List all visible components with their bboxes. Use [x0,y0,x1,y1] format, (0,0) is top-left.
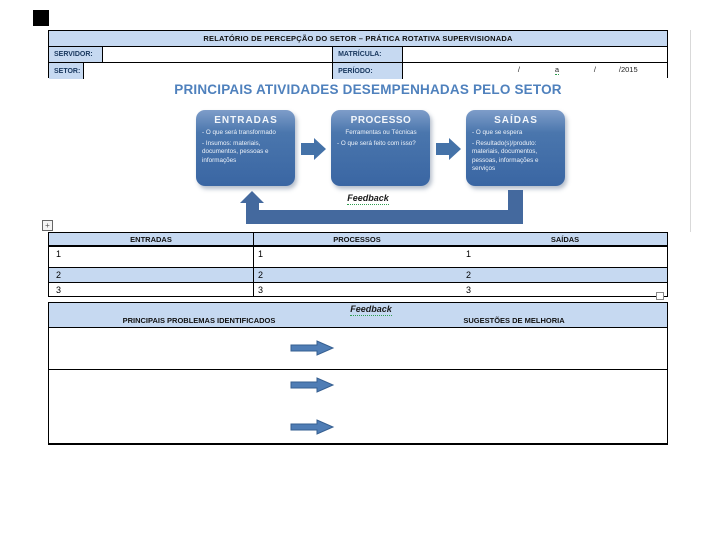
servidor-label: SERVIDOR: [49,47,103,62]
periodo-year: /2015 [618,65,638,74]
feedback-return-arrow-icon: Feedback [238,190,534,226]
report-header-table: RELATÓRIO DE PERCEPÇÃO DO SETOR – PRÁTIC… [48,30,668,79]
problemas-header: PRINCIPAIS PROBLEMAS IDENTIFICADOS [122,316,276,325]
problemas-sugestoes-table: Feedback PRINCIPAIS PROBLEMAS IDENTIFICA… [48,302,668,445]
feedback-arrowhead-icon [240,191,264,203]
report-title: RELATÓRIO DE PERCEPÇÃO DO SETOR – PRÁTIC… [203,34,513,43]
servidor-field[interactable] [102,47,334,62]
processo-line-1: Ferramentas ou Técnicas [345,129,417,136]
report-title-row: RELATÓRIO DE PERCEPÇÃO DO SETOR – PRÁTIC… [49,31,667,47]
saidas-box: SAÍDAS - O que se espera - Resultado(s)/… [466,110,565,186]
black-square-marker [33,10,49,26]
arrow-right-icon [290,375,336,395]
feedback-label: Feedback [347,193,389,205]
periodo-field[interactable]: / a / /2015 [402,63,667,79]
table-resize-handle-icon[interactable] [656,292,664,300]
periodo-label: PERÍODO: [333,63,403,79]
section2-header-band: Feedback PRINCIPAIS PROBLEMAS IDENTIFICA… [49,302,667,328]
entradas-box-title: ENTRADAS [214,115,278,126]
arrow-right-icon [301,138,327,160]
saidas-line-1: - O que se espera [472,129,523,136]
problemas-rows[interactable] [49,370,667,443]
matricula-field[interactable] [402,47,667,62]
periodo-a: a [554,65,560,75]
periodo-slash1: / [517,65,520,74]
arrow-right-icon [290,338,336,358]
arrow-right-icon [290,417,336,437]
saidas-line-2: - Resultado(s)/produto: materiais, docum… [472,140,539,172]
page-edge-shadow [690,30,691,232]
table1-header-row: ENTRADAS PROCESSOS SAÍDAS [49,233,667,247]
arrow-right-icon [436,138,462,160]
entradas-line-2: - Insumos: materiais, documentos, pessoa… [202,140,269,164]
matricula-label: MATRÍCULA: [333,47,403,62]
table-row[interactable]: 3 3 3 [49,283,667,296]
diagram-title: PRINCIPAIS ATIVIDADES DESEMPENHADAS PELO… [174,82,562,97]
table1-header-saidas: SAÍDAS [550,234,580,244]
table-row[interactable]: 1 1 1 [49,247,667,268]
table1-header-processos: PROCESSOS [333,234,381,244]
saidas-box-title: SAÍDAS [494,115,538,126]
entradas-box: ENTRADAS - O que será transformado - Ins… [196,110,295,186]
entradas-line-1: - O que será transformado [202,129,276,136]
setor-label: SETOR: [49,63,84,79]
table-move-handle-icon[interactable]: + [42,220,53,231]
processo-box-title: PROCESSO [350,115,412,126]
problemas-row[interactable] [49,328,667,370]
table1-header-entradas: ENTRADAS [130,234,172,244]
processo-line-2: - O que será feito com isso? [337,140,416,148]
periodo-slash2: / [593,65,596,74]
setor-field[interactable] [83,63,334,79]
processo-box: PROCESSO Ferramentas ou Técnicas - O que… [331,110,430,186]
table-row[interactable]: 2 2 2 [49,268,667,283]
entradas-processos-saidas-table: ENTRADAS PROCESSOS SAÍDAS 1 1 1 2 2 2 3 … [48,232,668,297]
servidor-row: SERVIDOR: MATRÍCULA: [49,47,667,63]
feedback-heading: Feedback [350,304,392,316]
setor-row: SETOR: PERÍODO: / a / /2015 [49,63,667,79]
sugestoes-header: SUGESTÕES DE MELHORIA [463,316,565,325]
